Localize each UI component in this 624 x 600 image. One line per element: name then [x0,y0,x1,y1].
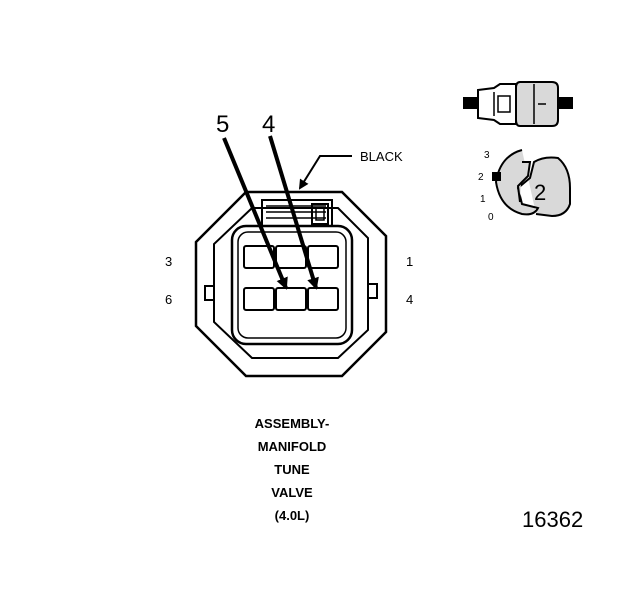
caption: ASSEMBLY- MANIFOLD TUNE VALVE (4.0L) [255,416,330,523]
cavity-4 [307,287,339,311]
right-latch-nub [368,283,378,299]
arrow-4 [268,135,319,290]
cavity-2 [275,245,307,269]
caption-line-1: ASSEMBLY- [255,416,330,431]
cavity-6 [243,287,275,311]
dial-scale-3: 3 [484,150,490,161]
connector-face [194,190,388,378]
color-label: BLACK [360,149,403,164]
cavity-5 [275,287,307,311]
arrow-4-label: 4 [262,111,275,138]
dial-scale-2: 2 [478,172,484,183]
connector-insert-inner [237,231,347,339]
dial-body [494,149,571,218]
dial-number: 2 [534,180,546,205]
cavity-label-6: 6 [165,292,172,307]
cavity-label-3: 3 [165,254,172,269]
wire-right [557,97,573,109]
left-latch-nub [204,285,214,301]
black-leader-line [298,155,352,190]
dial-slot [516,161,532,203]
connector-outer-shell [194,190,388,378]
caption-line-2: MANIFOLD [258,439,327,454]
connector-insert [230,224,354,346]
dial-scale-0: 0 [488,212,494,223]
terminal-cavities [243,245,339,311]
wire-left [463,97,479,109]
cavity-label-1: 1 [406,254,413,269]
caption-line-4: VALVE [271,485,313,500]
arrow-5-label: 5 [216,111,229,138]
connector-inner-shell [213,207,369,359]
inset-dial: 3 2 1 0 2 [478,149,571,223]
cavity-1 [307,245,339,269]
arrow-5 [222,137,288,290]
dial-scale-1: 1 [480,194,486,205]
cavity-label-4: 4 [406,292,413,307]
dial-index-mark [492,172,501,181]
caption-line-3: TUNE [274,462,310,477]
caption-line-5: (4.0L) [275,508,310,523]
figure-number: 16362 [522,507,583,532]
female-half [515,81,559,127]
inset-side-view [463,81,573,127]
